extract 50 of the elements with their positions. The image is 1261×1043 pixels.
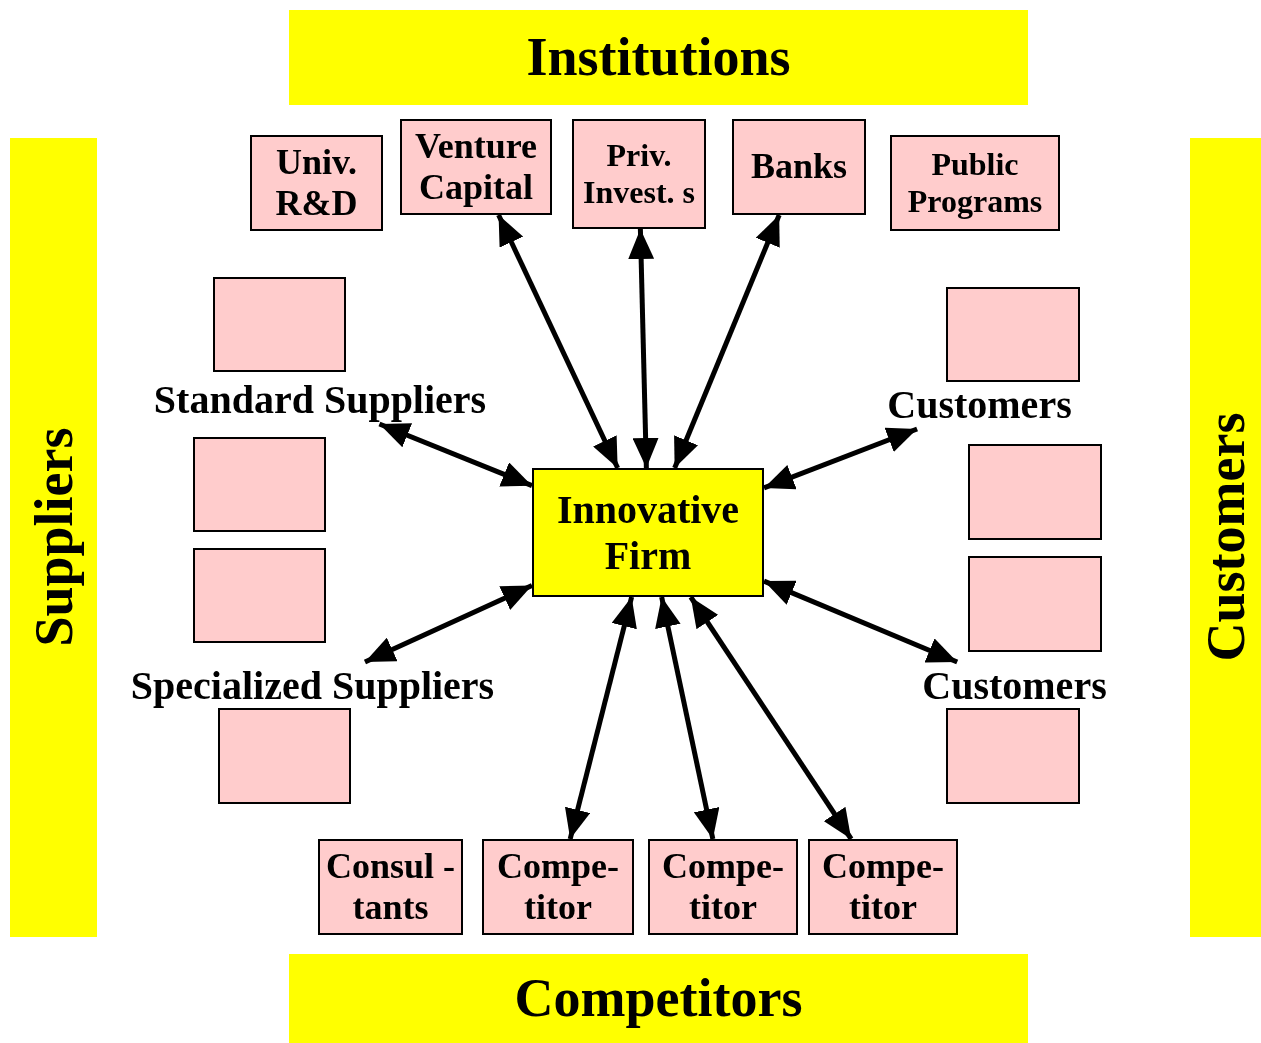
double-arrow <box>496 213 620 470</box>
node-label: Customers <box>922 663 1107 709</box>
band <box>289 10 1028 105</box>
band-title: Competitors <box>514 967 803 1030</box>
actor-box <box>572 119 706 229</box>
node-label: Compe- titor <box>661 845 785 929</box>
node-label: Compe- titor <box>821 845 945 929</box>
double-arrow <box>363 583 534 665</box>
double-arrow <box>564 596 637 840</box>
double-arrow <box>763 426 918 491</box>
empty-box <box>213 277 346 372</box>
node-label: Consul -tants <box>324 845 456 929</box>
node-label: Compe- titor <box>496 845 620 929</box>
empty-box <box>218 708 351 804</box>
center-box <box>532 468 764 597</box>
empty-box <box>193 437 326 532</box>
node-label: Public Programs <box>906 146 1044 220</box>
double-arrow <box>688 595 854 841</box>
band <box>10 138 97 937</box>
node-label: Standard Suppliers <box>153 377 487 423</box>
actor-box <box>732 119 866 215</box>
double-arrow <box>672 214 782 469</box>
empty-box <box>946 708 1080 804</box>
band-title: Customers <box>1194 413 1257 662</box>
actor-box <box>318 839 463 935</box>
empty-box <box>946 287 1080 382</box>
node-label: Banks <box>750 146 848 188</box>
empty-box <box>193 548 326 643</box>
actor-box <box>648 839 798 935</box>
actor-box <box>808 839 958 935</box>
node-label: Customers <box>887 382 1072 428</box>
double-arrow <box>628 228 659 469</box>
node-label: Specialized Suppliers <box>130 663 495 709</box>
double-arrow <box>763 578 959 665</box>
band-title: Institutions <box>526 26 791 89</box>
empty-box <box>968 556 1102 652</box>
double-arrow <box>655 596 720 840</box>
node-label: Venture Capital <box>414 125 538 209</box>
empty-box <box>968 444 1102 540</box>
actor-box <box>250 135 383 231</box>
band <box>289 954 1028 1043</box>
actor-box <box>482 839 634 935</box>
band-title: Suppliers <box>22 427 85 648</box>
actor-box <box>890 135 1060 231</box>
node-label: Innovative Firm <box>555 486 741 579</box>
actor-box <box>400 119 552 215</box>
node-label: Univ. R&D <box>274 141 359 225</box>
double-arrow <box>378 421 533 488</box>
band <box>1190 138 1261 937</box>
node-label: Priv. Invest. s <box>582 137 696 211</box>
